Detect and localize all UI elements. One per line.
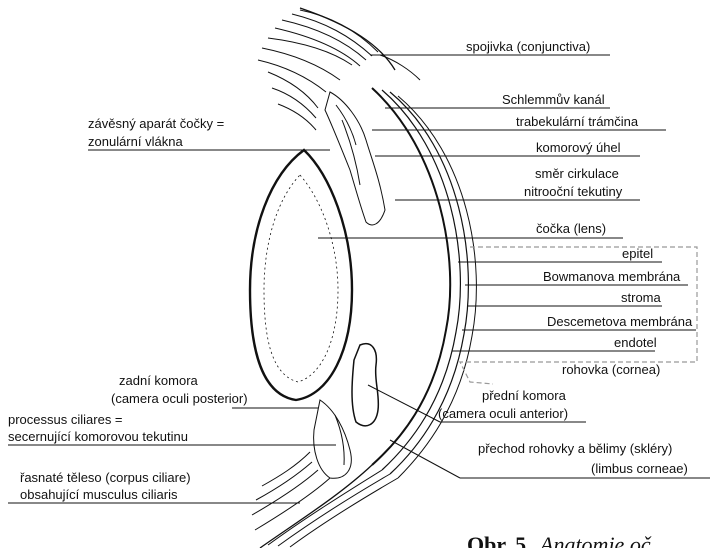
label-descemet: Descemetova membrána xyxy=(547,314,693,329)
label-bowman: Bowmanova membrána xyxy=(543,269,681,284)
label-rohovka: rohovka (cornea) xyxy=(562,362,660,377)
label-processus-1: processus ciliares = xyxy=(8,412,123,427)
label-epitel: epitel xyxy=(622,246,653,261)
label-predni-2: (camera oculi anterior) xyxy=(438,406,568,421)
label-spojivka: spojivka (conjunctiva) xyxy=(466,39,590,54)
caption-label: Obr. 5 xyxy=(467,532,526,548)
label-prechod-2: (limbus corneae) xyxy=(591,461,688,476)
label-zavesny-2: zonulární vlákna xyxy=(88,134,183,149)
lower-sclera xyxy=(252,452,398,548)
label-predni-1: přední komora xyxy=(482,388,567,403)
label-trabekularni: trabekulární trámčina xyxy=(516,114,639,129)
label-processus-2: secernující komorovou tekutinu xyxy=(8,429,188,444)
figure-caption: Obr. 5 Anatomie oč xyxy=(467,532,652,548)
label-rasnate-1: řasnaté těleso (corpus ciliare) xyxy=(20,470,191,485)
label-schlemm: Schlemmův kanál xyxy=(502,92,605,107)
iris xyxy=(352,344,378,426)
label-stroma: stroma xyxy=(621,290,662,305)
label-rasnate-2: obsahující musculus ciliaris xyxy=(20,487,178,502)
lens xyxy=(250,150,352,400)
label-endotel: endotel xyxy=(614,335,657,350)
label-komorovy: komorový úhel xyxy=(536,140,621,155)
label-cocka: čočka (lens) xyxy=(536,221,606,236)
label-zavesny-1: závěsný aparát čočky = xyxy=(88,116,224,131)
upper-sclera xyxy=(258,8,420,130)
label-prechod-1: přechod rohovky a bělimy (skléry) xyxy=(478,441,672,456)
label-zadni-2: (camera oculi posterior) xyxy=(111,391,248,406)
lower-ciliary-blob xyxy=(314,400,352,478)
label-smer-1: směr cirkulace xyxy=(535,166,619,181)
label-zadni-1: zadní komora xyxy=(119,373,199,388)
caption-text: Anatomie oč xyxy=(538,532,652,548)
label-smer-2: nitrooční tekutiny xyxy=(524,184,623,199)
